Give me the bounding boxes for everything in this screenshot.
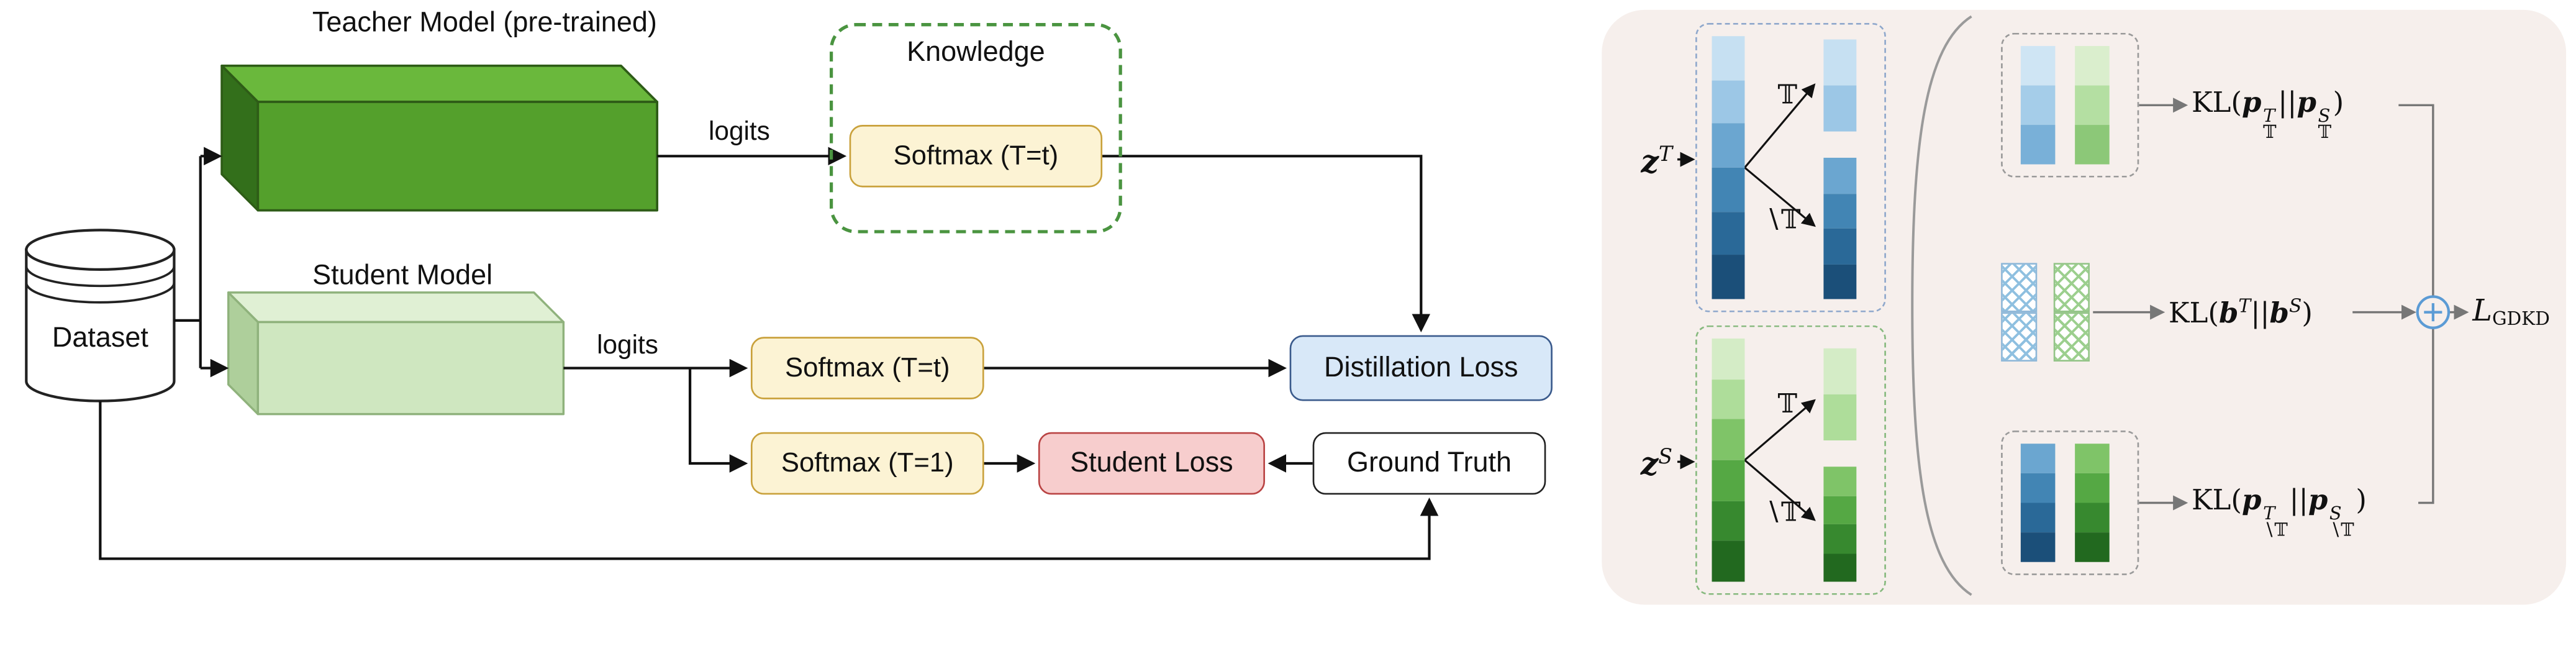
teacher-logits-column [1712, 36, 1745, 299]
logits-label-student: logits [597, 332, 658, 360]
student-logits-dashed-box [1695, 325, 1886, 595]
teacher-target-column [1823, 39, 1857, 132]
teacher-nontarget-column [1823, 157, 1857, 299]
teacher-model-title: Teacher Model (pre-trained) [312, 6, 657, 38]
z-teacher-label: zT [1641, 141, 1673, 181]
student-loss-node: Student Loss [1038, 432, 1265, 495]
kl-connectors [2093, 98, 2469, 511]
nontarget-probs-teacher-column [2020, 444, 2056, 562]
student-model-box [227, 291, 565, 416]
student-target-column [1823, 348, 1857, 440]
kl-binary-term: KL(bT||bS) [2168, 296, 2313, 331]
target-probs-teacher-column [2020, 46, 2056, 165]
flow-arrows [99, 147, 1439, 560]
logits-label-teacher: logits [708, 118, 770, 147]
knowledge-dashed-box [829, 23, 1122, 234]
hatch-cell [2001, 263, 2038, 312]
hatch-cell [2053, 263, 2090, 312]
target-set-label-student: 𝕋 [1777, 388, 1797, 419]
logit-split-arrows [1744, 83, 1816, 521]
student-logits-column [1712, 338, 1745, 582]
z-student-label: zS [1640, 444, 1673, 483]
target-probs-student-column [2075, 46, 2110, 165]
nontarget-probs-student-column [2075, 444, 2110, 562]
softmax-student-1-node: Softmax (T=1) [750, 432, 984, 495]
softmax-teacher-node: Softmax (T=t) [849, 125, 1103, 188]
distillation-loss-node: Distillation Loss [1289, 335, 1553, 401]
knowledge-title: Knowledge [907, 36, 1045, 68]
z-input-arrows [1677, 152, 1695, 470]
hatch-cell [2053, 312, 2090, 362]
plus-circle-icon [2416, 295, 2451, 329]
hatch-cell [2001, 312, 2038, 362]
complement-set-label-teacher: ∖𝕋 [1764, 204, 1801, 235]
target-set-label-teacher: 𝕋 [1777, 78, 1797, 111]
dataset-label: Dataset [52, 322, 148, 353]
student-model-title: Student Model [312, 259, 493, 291]
softmax-student-t-node: Softmax (T=t) [750, 337, 984, 399]
binary-probs-teacher-column [2001, 263, 2038, 362]
teacher-logits-dashed-box [1695, 23, 1886, 312]
nontarget-probs-compare-box [2001, 430, 2139, 575]
student-nontarget-column [1823, 467, 1857, 582]
complement-set-label-student: ∖𝕋 [1764, 496, 1801, 528]
grouping-bracket [1911, 15, 1972, 596]
dataset-cylinder-icon [25, 229, 176, 403]
gdkd-loss-label: LGDKD [2472, 294, 2550, 330]
ground-truth-node: Ground Truth [1312, 432, 1546, 495]
binary-probs-student-column [2053, 263, 2090, 362]
teacher-model-box [220, 64, 659, 212]
target-probs-compare-box [2001, 32, 2139, 178]
